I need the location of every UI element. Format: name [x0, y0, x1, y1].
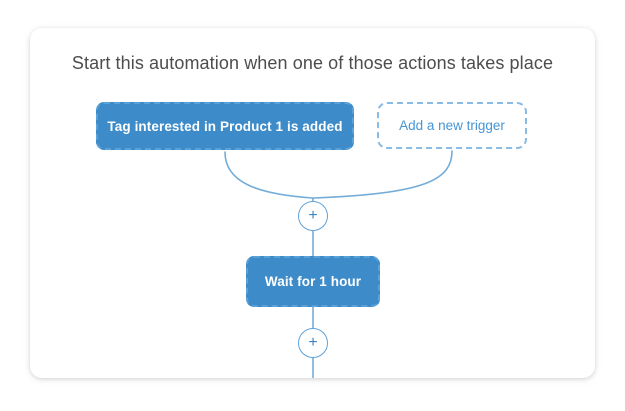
- wait-block[interactable]: Wait for 1 hour: [246, 256, 380, 307]
- connector-right-curve: [313, 150, 453, 199]
- trigger-block-label: Tag interested in Product 1 is added: [107, 118, 343, 134]
- trigger-block-tag-added[interactable]: Tag interested in Product 1 is added: [96, 102, 354, 150]
- add-step-button-top[interactable]: +: [298, 201, 328, 231]
- plus-icon: +: [308, 333, 318, 351]
- wait-block-label: Wait for 1 hour: [264, 274, 362, 289]
- add-new-trigger-label: Add a new trigger: [399, 118, 505, 133]
- add-step-button-bottom[interactable]: +: [298, 328, 328, 358]
- plus-icon: +: [308, 206, 318, 224]
- page-title: Start this automation when one of those …: [71, 53, 554, 73]
- automation-card: Start this automation when one of those …: [30, 28, 595, 378]
- add-new-trigger-button[interactable]: Add a new trigger: [377, 102, 527, 149]
- connector-left-curve: [224, 151, 314, 203]
